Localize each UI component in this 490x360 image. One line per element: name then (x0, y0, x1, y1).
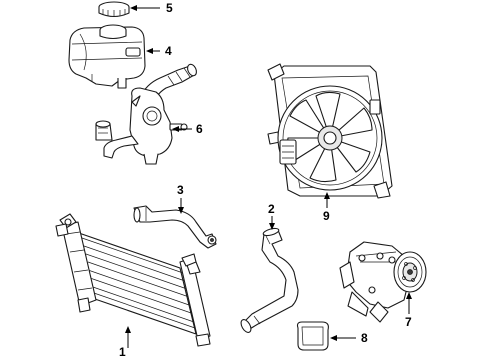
callout-7: 7 (405, 315, 412, 329)
callout-1: 1 (119, 345, 126, 359)
reservoir-cap-part (98, 1, 130, 18)
callout-leaders (125, 5, 412, 348)
pump-gasket-part (296, 321, 329, 351)
callout-8: 8 (361, 331, 368, 345)
callout-2: 2 (268, 202, 275, 216)
callout-9: 9 (323, 209, 330, 223)
callout-5: 5 (166, 1, 173, 15)
lower-radiator-hose-part (240, 227, 299, 333)
radiator-part (55, 213, 211, 347)
callout-6: 6 (196, 122, 203, 136)
callout-4: 4 (165, 44, 172, 58)
callout-3: 3 (177, 183, 184, 197)
thermostat-housing-part (95, 63, 197, 165)
water-pump-part (339, 241, 427, 323)
coolant-reservoir-part (68, 24, 146, 89)
fan-shroud-assembly-part (267, 63, 393, 199)
bypass-hose-part (133, 205, 217, 249)
